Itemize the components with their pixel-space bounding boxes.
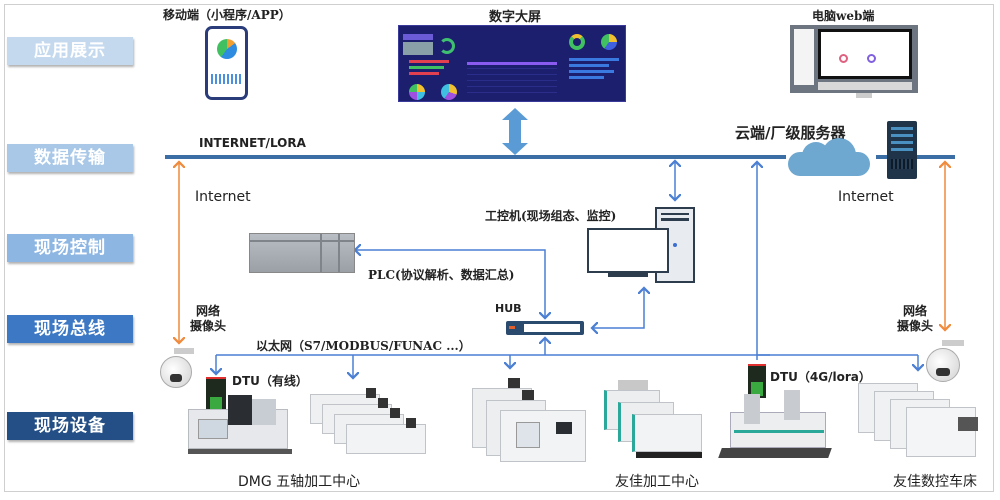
- machining-center-group-2: [472, 378, 590, 466]
- plc-label: PLC(协议解析、数据汇总): [368, 268, 515, 282]
- mobile-app-label: 移动端（小程序/APP）: [163, 8, 291, 22]
- monitor-stand: [856, 93, 872, 98]
- web-client-label: 电脑web端: [812, 9, 875, 23]
- bigscreen-dashboard-icon: [398, 25, 626, 102]
- camera-right-icon: [926, 340, 966, 384]
- cloud-server-label: 云端/厂级服务器: [735, 124, 846, 142]
- internet-lora-label: INTERNET/LORA: [199, 136, 306, 150]
- cloud-icon: [788, 138, 870, 176]
- youjia-lathe-group: [858, 383, 990, 463]
- youjia-machining-center-group: [604, 380, 704, 460]
- dtu-wireless-label: DTU（4G/lora）: [770, 370, 871, 384]
- desktop-monitor-icon: [790, 25, 918, 93]
- dmg-machine-image: [188, 395, 298, 455]
- hub-label: HUB: [495, 302, 522, 315]
- youjia-lathe-label: 友佳数控车床: [893, 474, 977, 490]
- machining-center-group-1: [310, 388, 435, 458]
- layer-field-bus: 现场总线: [7, 315, 133, 343]
- camera-left-icon: [160, 348, 198, 390]
- layer-field-devices: 现场设备: [7, 412, 133, 440]
- bigscreen-double-arrow: [502, 108, 528, 155]
- dtu-wired-label: DTU（有线）: [232, 374, 308, 388]
- bigscreen-label: 数字大屏: [489, 10, 542, 25]
- internet-right-label: Internet: [838, 189, 894, 205]
- ipc-monitor-stand: [608, 273, 648, 277]
- server-rack-icon: [887, 121, 917, 179]
- diagram-frame: [4, 4, 994, 492]
- layer-app-display: 应用展示: [7, 37, 133, 65]
- internet-left-label: Internet: [195, 189, 251, 205]
- youjia-mc-label: 友佳加工中心: [615, 474, 699, 490]
- ipc-hub-link: [592, 288, 644, 328]
- dmg-label: DMG 五轴加工中心: [238, 474, 361, 490]
- layer-data-transport: 数据传输: [7, 144, 133, 172]
- hub-switch-icon: [506, 321, 584, 335]
- ipc-monitor-icon: [587, 228, 669, 273]
- dtu-wireless-icon: [748, 364, 766, 398]
- camera-right-label: 网络 摄像头: [897, 304, 934, 333]
- mobile-phone-icon: [205, 26, 248, 100]
- plc-hub-link: [355, 250, 545, 318]
- ipc-label: 工控机(现场组态、监控): [485, 209, 617, 223]
- gantry-machine-image: [718, 388, 835, 463]
- camera-left-label: 网络 摄像头: [190, 304, 227, 333]
- plc-device-icon: [249, 233, 355, 273]
- ethernet-label: 以太网（S7/MODBUS/FUNAC ...）: [256, 339, 471, 353]
- layer-field-control: 现场控制: [7, 234, 133, 262]
